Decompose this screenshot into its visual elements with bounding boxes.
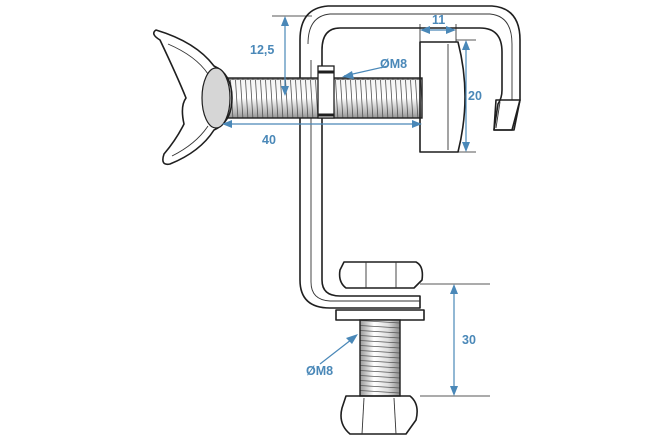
dim-thread-top-label: ØM8 [380, 57, 407, 71]
dim-20-label: 20 [468, 89, 482, 103]
hex-nut-top [338, 261, 424, 289]
dim-12-5-label: 12,5 [250, 43, 274, 57]
wing-bolt [152, 29, 466, 166]
wing-nut [152, 29, 233, 166]
dimension-lines [222, 15, 490, 397]
dim-30-label: 30 [462, 333, 476, 347]
dim-40-label: 40 [262, 133, 276, 147]
washer [335, 309, 425, 321]
dim-11-label: 11 [432, 13, 445, 27]
bottom-bolt [335, 261, 425, 435]
bottom-thread [359, 319, 401, 397]
dim-thread-bottom-label: ØM8 [306, 364, 333, 378]
hex-nut-bottom [340, 395, 418, 435]
pressure-pad [419, 41, 466, 153]
c-hook-frame [299, 5, 521, 309]
